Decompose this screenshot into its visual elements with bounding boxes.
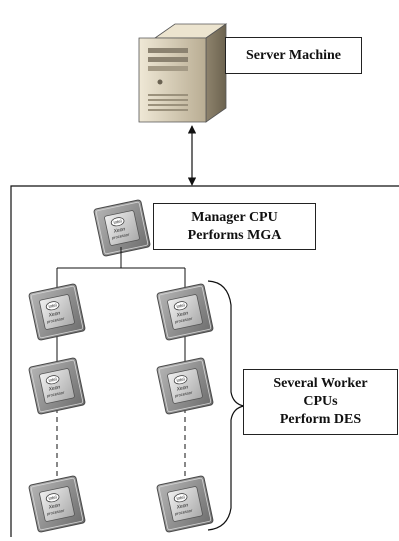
cluster-boundary bbox=[10, 185, 399, 537]
worker-cpu-icon bbox=[28, 357, 86, 415]
worker-cpus-label: Several Worker CPUs Perform DES bbox=[243, 369, 398, 435]
worker-cpus-label-line1: Several Worker bbox=[273, 376, 368, 391]
manager-cpu-label-line1: Manager CPU bbox=[191, 209, 278, 225]
worker-cpu-icon bbox=[156, 475, 214, 533]
manager-cpu-icon bbox=[93, 199, 151, 257]
server-machine-label: Server Machine bbox=[225, 37, 362, 74]
worker-cpu-icon bbox=[28, 475, 86, 533]
worker-column-connectors bbox=[56, 334, 186, 480]
manager-cpu-label-line2: Performs MGA bbox=[187, 227, 282, 243]
manager-worker-connectors bbox=[56, 247, 186, 288]
worker-cpu-icon bbox=[28, 283, 86, 341]
worker-cpu-icon bbox=[156, 357, 214, 415]
worker-cpus-label-line3: Perform DES bbox=[279, 412, 362, 427]
server-machine-label-text: Server Machine bbox=[246, 47, 341, 63]
manager-cpu-label: Manager CPU Performs MGA bbox=[153, 203, 316, 250]
worker-cpus-label-line2: CPUs bbox=[303, 394, 338, 409]
server-machine-icon bbox=[138, 23, 228, 123]
worker-cpu-icon bbox=[156, 283, 214, 341]
worker-group-brace bbox=[207, 280, 245, 531]
